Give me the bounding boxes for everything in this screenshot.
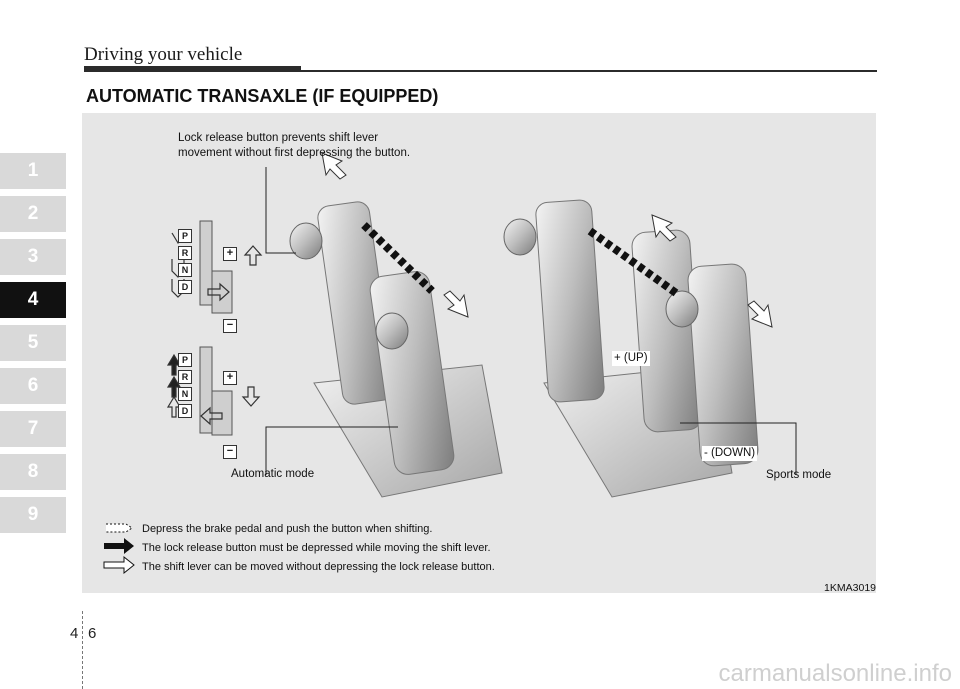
- chapter-tab-5[interactable]: 5: [0, 325, 66, 361]
- gear-letter-n: N: [178, 263, 192, 277]
- chapter-tab-8[interactable]: 8: [0, 454, 66, 490]
- up-label: + (UP): [612, 351, 650, 366]
- plus-box-top: +: [223, 247, 237, 261]
- shift-lever-sports: [503, 199, 773, 498]
- minus-box-bottom: −: [223, 445, 237, 459]
- legend-free-move: The shift lever can be moved without dep…: [142, 561, 495, 573]
- chapter-tab-2[interactable]: 2: [0, 196, 66, 232]
- leader-lines: [265, 167, 797, 475]
- legend-brake-push: Depress the brake pedal and push the but…: [142, 523, 433, 535]
- gear-letter-d: D: [178, 280, 192, 294]
- running-header: Driving your vehicle: [84, 44, 243, 65]
- figure-illustration: [103, 152, 797, 575]
- legend-icons: [103, 523, 135, 575]
- chapter-tabs: 1 2 3 4 5 6 7 8 9: [0, 153, 66, 540]
- page-number-divider: [82, 611, 84, 689]
- chapter-tab-3[interactable]: 3: [0, 239, 66, 275]
- chapter-tab-4[interactable]: 4: [0, 282, 66, 318]
- gear-letters-top: P R N D: [178, 229, 192, 294]
- legend-lock-release-required: The lock release button must be depresse…: [142, 542, 491, 554]
- gate-diagram-bottom: [199, 346, 233, 436]
- header-rule-thin: [301, 70, 877, 72]
- gear-letter-p-2: P: [178, 353, 192, 367]
- automatic-mode-label: Automatic mode: [231, 468, 315, 480]
- gear-letter-p: P: [178, 229, 192, 243]
- plus-box-bottom: +: [223, 371, 237, 385]
- sports-mode-label: Sports mode: [766, 469, 832, 481]
- lock-release-caption: Lock release button prevents shift lever…: [178, 131, 410, 161]
- chapter-tab-1[interactable]: 1: [0, 153, 66, 189]
- down-label: - (DOWN): [702, 446, 758, 461]
- page-number-page: 6: [88, 625, 97, 642]
- minus-box-top: −: [223, 319, 237, 333]
- gate-diagram-top: [199, 220, 233, 314]
- site-watermark[interactable]: carmanualsonline.info: [718, 660, 952, 687]
- gear-letter-n-2: N: [178, 387, 192, 401]
- shift-lever-automatic: [289, 152, 503, 498]
- chapter-tab-9[interactable]: 9: [0, 497, 66, 533]
- chapter-tab-6[interactable]: 6: [0, 368, 66, 404]
- gear-letters-bottom: P R N D: [178, 353, 192, 418]
- shift-lever-figure: P R N D P R N D + − + − Lock release but…: [82, 113, 876, 594]
- page-number-chapter: 4: [70, 625, 79, 642]
- gear-letter-d-2: D: [178, 404, 192, 418]
- figure-code: 1KMA3019: [824, 582, 876, 594]
- lock-release-caption-line1: Lock release button prevents shift lever: [178, 132, 379, 144]
- chapter-tab-7[interactable]: 7: [0, 411, 66, 447]
- gate-arrows: [166, 232, 263, 426]
- gear-letter-r: R: [178, 246, 192, 260]
- section-title: AUTOMATIC TRANSAXLE (IF EQUIPPED): [86, 86, 439, 106]
- lock-release-caption-line2: movement without first depressing the bu…: [178, 147, 411, 159]
- header-rule-thick: [84, 66, 301, 72]
- gear-letter-r-2: R: [178, 370, 192, 384]
